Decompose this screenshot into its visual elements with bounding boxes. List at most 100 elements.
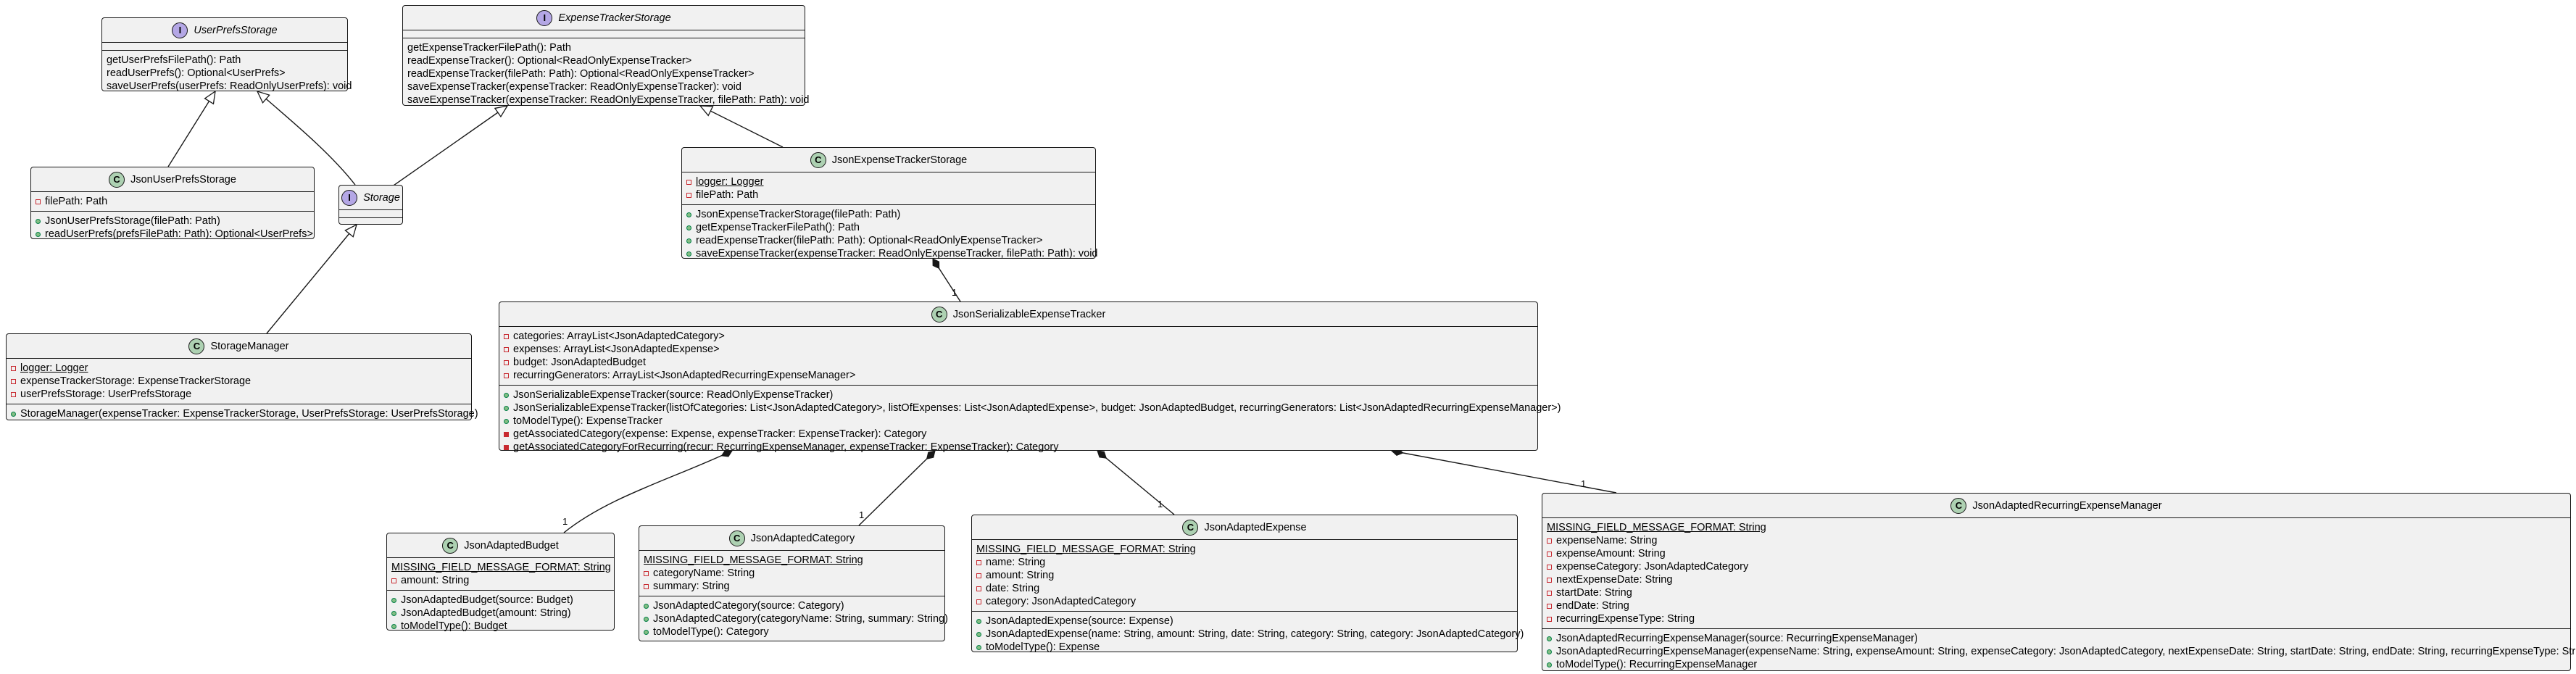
class-method: JsonSerializableExpenseTracker(source: R…: [504, 388, 1533, 402]
class-method: toModelType(): RecurringExpenseManager: [1547, 658, 2566, 671]
class-field: expenseName: String: [1547, 534, 2566, 547]
methods-compartment: JsonAdaptedCategory(source: Category)Jso…: [639, 596, 948, 641]
class-method: readExpenseTracker(filePath: Path): Opti…: [686, 234, 1091, 247]
public-visibility-icon: [686, 212, 691, 217]
class-field: summary: String: [644, 580, 940, 593]
private-visibility-icon: [11, 365, 16, 371]
class-method: saveExpenseTracker(expenseTracker: ReadO…: [686, 247, 1097, 260]
class-method: getAssociatedCategory(expense: Expense, …: [504, 428, 1533, 441]
class-field: recurringGenerators: ArrayList<JsonAdapt…: [504, 369, 1533, 382]
class-name: JsonExpenseTrackerStorage: [831, 154, 968, 166]
public-visibility-icon: [644, 603, 649, 609]
member-text: JsonAdaptedExpense(source: Expense): [986, 615, 1173, 627]
public-visibility-icon: [504, 405, 509, 411]
public-visibility-icon: [686, 225, 691, 230]
class-method: JsonExpenseTrackerStorage(filePath: Path…: [686, 208, 1091, 221]
interface-badge-icon: I: [341, 189, 358, 206]
private-visibility-icon: [1547, 603, 1552, 609]
public-visibility-icon: [36, 218, 41, 224]
member-text: date: String: [986, 583, 1040, 594]
member-text: filePath: Path: [45, 196, 108, 207]
member-text: logger: Logger: [696, 176, 764, 188]
member-text: nextExpenseDate: String: [1556, 574, 1673, 586]
class-method: JsonAdaptedCategory(categoryName: String…: [644, 612, 948, 625]
public-visibility-icon: [504, 418, 509, 424]
private-visibility-icon: [504, 333, 509, 339]
member-text: readExpenseTracker(): Optional<ReadOnlyE…: [407, 55, 692, 67]
edge-serializable-to-jsonexpensetrackerstorage: [932, 258, 961, 302]
fields-compartment: [403, 30, 805, 38]
private-visibility-icon: [1547, 590, 1552, 596]
class-field: userPrefsStorage: UserPrefsStorage: [11, 388, 467, 401]
class-field: expenseAmount: String: [1547, 547, 2566, 560]
member-text: JsonAdaptedCategory(source: Category): [653, 600, 844, 612]
fields-compartment: filePath: Path: [31, 192, 314, 212]
public-visibility-icon: [11, 411, 16, 417]
multiplicity-label: 1: [859, 509, 865, 520]
class-method: readUserPrefs(): Optional<UserPrefs>: [107, 67, 343, 80]
member-text: saveUserPrefs(userPrefs: ReadOnlyUserPre…: [107, 80, 352, 92]
methods-compartment: JsonExpenseTrackerStorage(filePath: Path…: [682, 205, 1097, 263]
public-visibility-icon: [1547, 662, 1552, 667]
class-badge-icon: C: [1950, 497, 1967, 514]
member-text: filePath: Path: [696, 189, 759, 201]
private-visibility-icon: [11, 391, 16, 397]
class-method: JsonAdaptedBudget(source: Budget): [391, 594, 610, 607]
member-text: JsonAdaptedBudget(source: Budget): [401, 594, 573, 606]
member-text: readExpenseTracker(filePath: Path): Opti…: [696, 235, 1043, 246]
public-visibility-icon: [1547, 636, 1552, 641]
class-method: getExpenseTrackerFilePath(): Path: [686, 221, 1091, 234]
member-text: JsonAdaptedBudget(amount: String): [401, 607, 571, 619]
multiplicity-label: 1: [562, 516, 568, 527]
member-text: toModelType(): ExpenseTracker: [513, 415, 662, 427]
member-text: StorageManager(expenseTracker: ExpenseTr…: [20, 408, 478, 420]
private-visibility-icon: [686, 192, 691, 198]
member-text: saveExpenseTracker(expenseTracker: ReadO…: [407, 94, 810, 106]
member-text: readUserPrefs(prefsFilePath: Path): Opti…: [45, 228, 313, 240]
member-text: JsonUserPrefsStorage(filePath: Path): [45, 215, 220, 227]
edge-recurring-to-serializable: [1391, 447, 1617, 494]
methods-compartment: StorageManager(expenseTracker: ExpenseTr…: [7, 404, 478, 423]
member-text: toModelType(): RecurringExpenseManager: [1556, 659, 1758, 670]
class-field: recurringExpenseType: String: [1547, 612, 2566, 625]
member-text: readUserPrefs(): Optional<UserPrefs>: [107, 67, 286, 79]
class-field: MISSING_FIELD_MESSAGE_FORMAT: String: [1547, 521, 2566, 534]
member-text: saveExpenseTracker(expenseTracker: ReadO…: [696, 248, 1098, 259]
member-text: startDate: String: [1556, 587, 1632, 599]
edge-category-to-serializable: [858, 450, 936, 526]
class-name: JsonAdaptedRecurringExpenseManager: [1972, 499, 2162, 512]
private-visibility-icon: [1547, 616, 1552, 622]
class-method: JsonAdaptedBudget(amount: String): [391, 607, 610, 620]
fields-compartment: [102, 43, 347, 51]
private-method-icon: [504, 431, 509, 437]
public-visibility-icon: [686, 251, 691, 257]
private-visibility-icon: [1547, 551, 1552, 557]
class-field: amount: String: [976, 569, 1513, 582]
class-name: UserPrefsStorage: [194, 24, 278, 36]
member-text: recurringExpenseType: String: [1556, 613, 1695, 625]
class-badge-icon: C: [810, 151, 826, 168]
member-text: readExpenseTracker(filePath: Path): Opti…: [407, 68, 755, 80]
class-field: budget: JsonAdaptedBudget: [504, 356, 1533, 369]
class-json-expense-tracker-storage[interactable]: C JsonExpenseTrackerStorage logger: Logger…: [681, 147, 1097, 259]
class-field: date: String: [976, 582, 1513, 595]
